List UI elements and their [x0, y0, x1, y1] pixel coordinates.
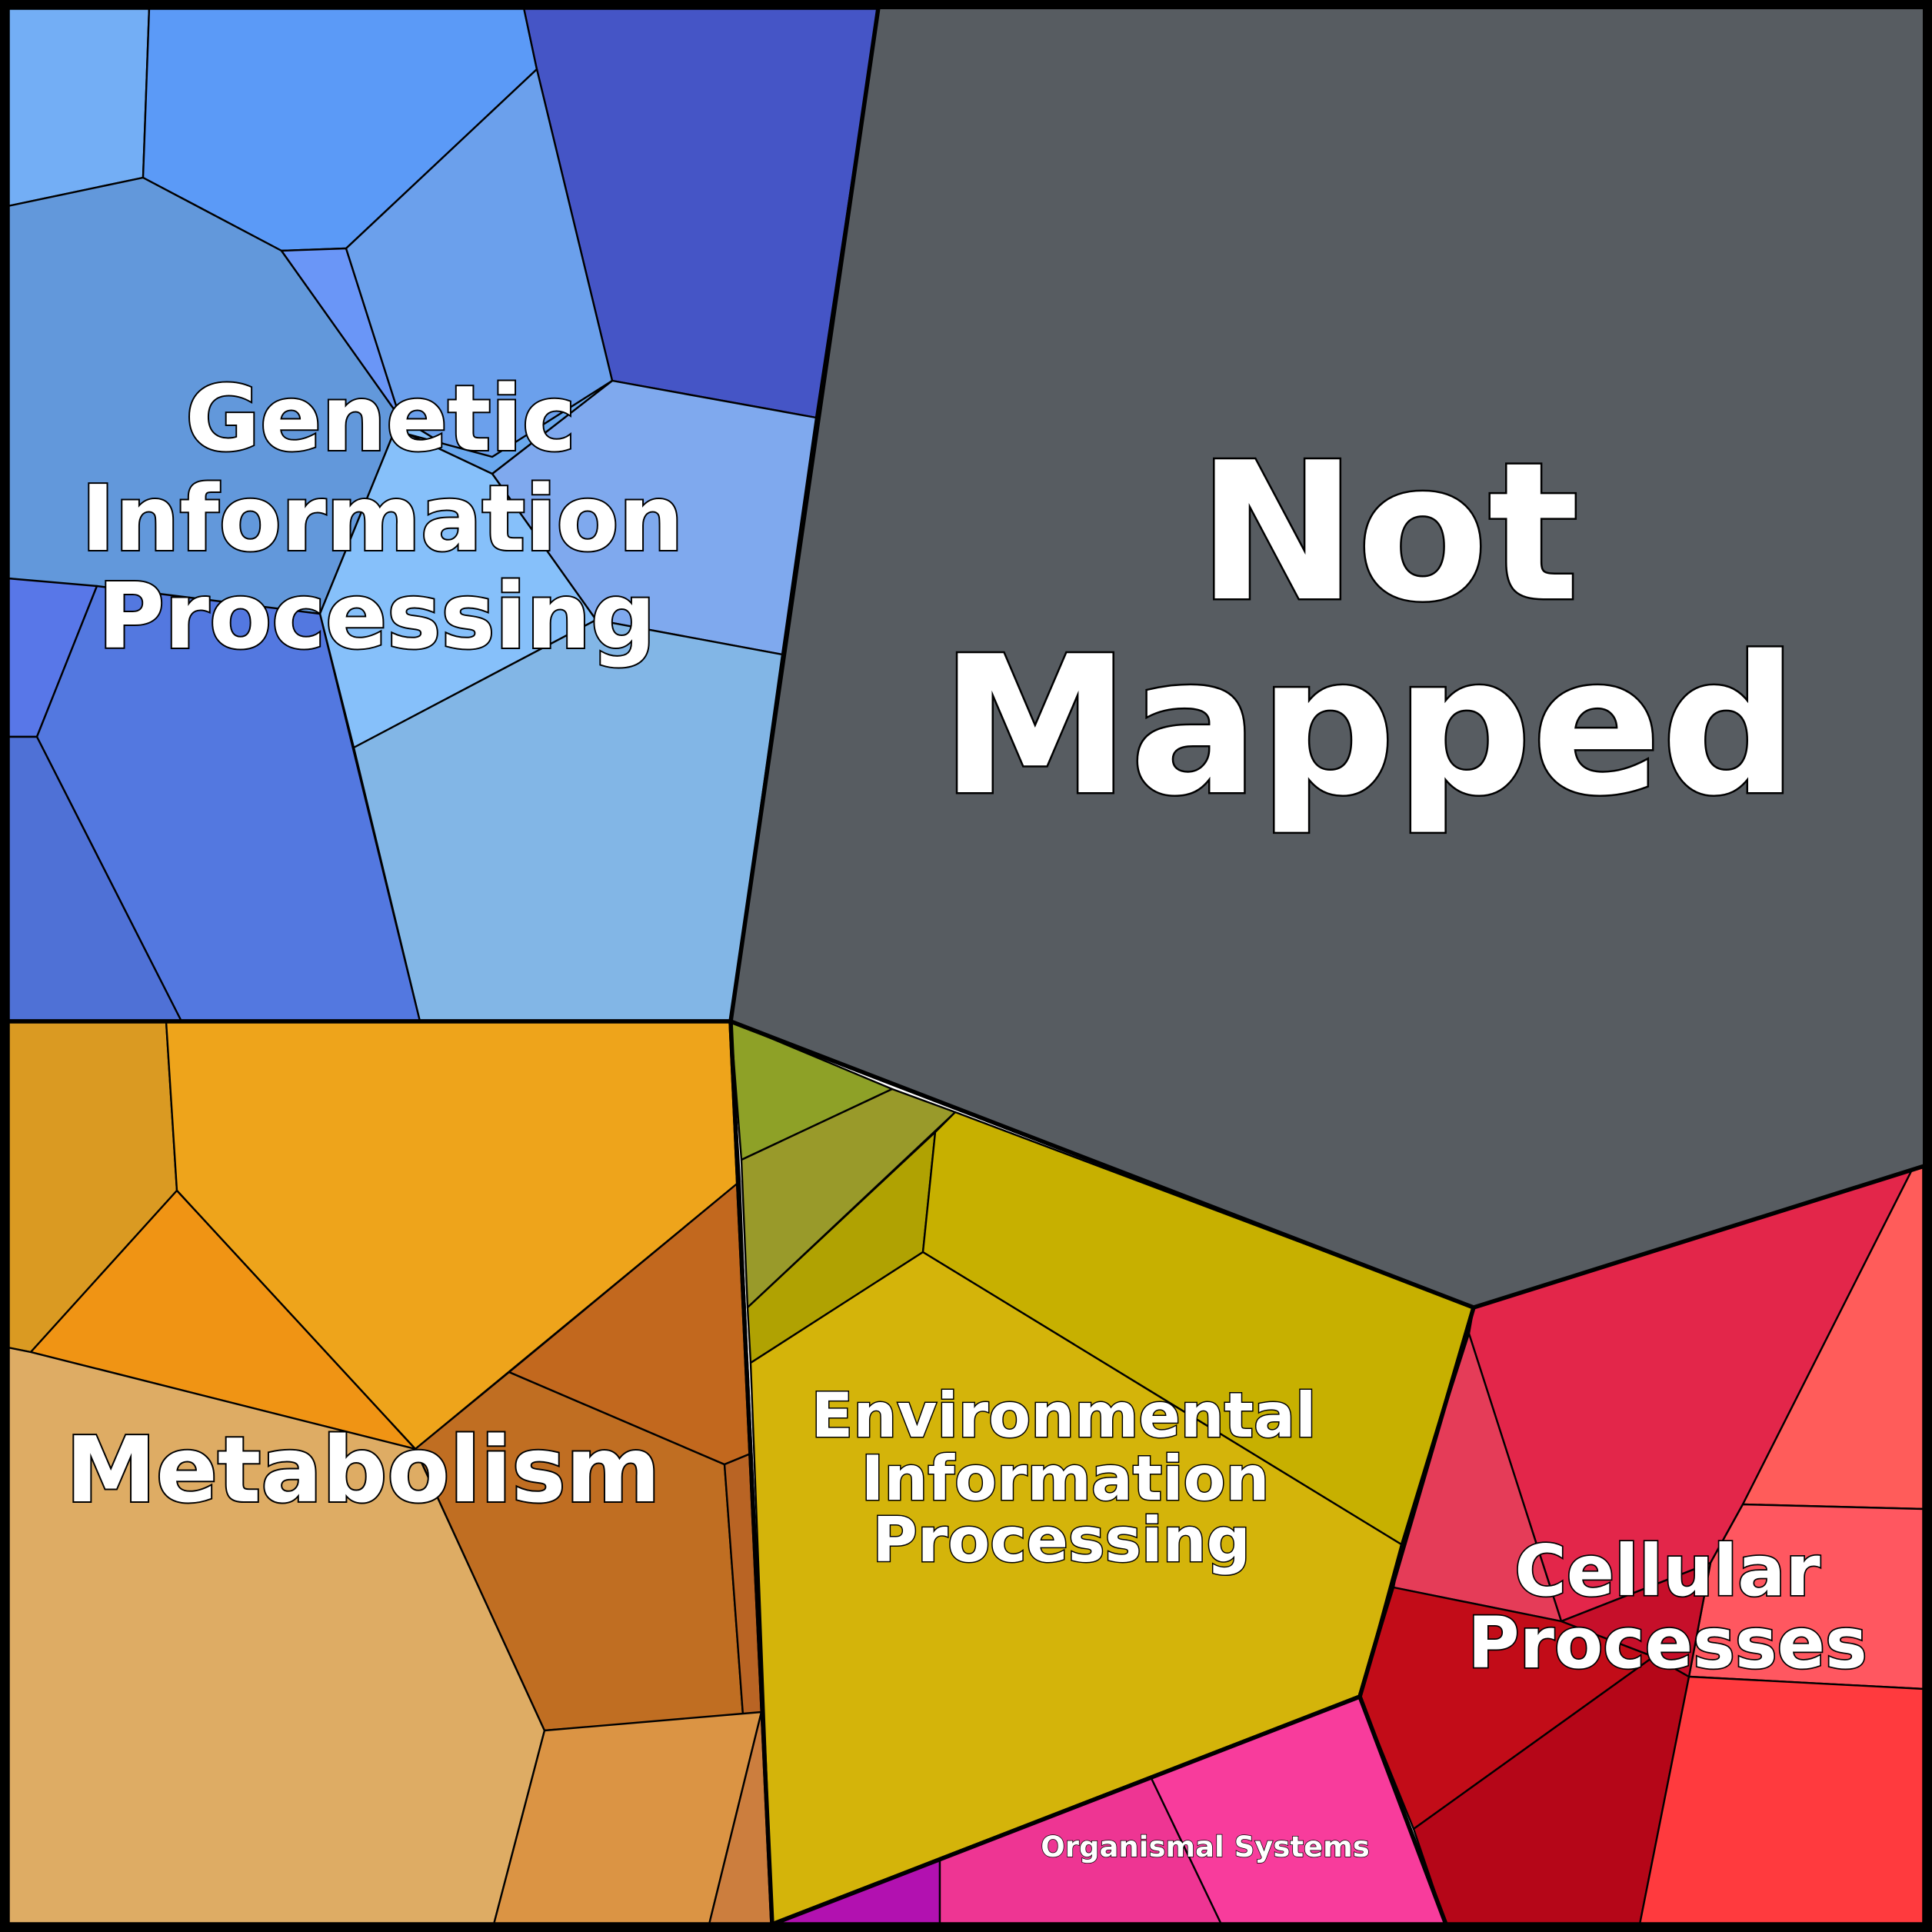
- label-genetic-line-2: Information: [81, 465, 683, 571]
- label-cellular-processes: Cellular Processes: [1466, 1528, 1868, 1686]
- group-organismal-systems: [770, 1694, 1448, 1927]
- cell-cellular-8[interactable]: [1560, 1561, 1712, 1678]
- label-environmental-line-3: Processing: [872, 1504, 1251, 1576]
- label-metabolism: Metabolism: [64, 1415, 661, 1524]
- label-organismal-line-1: Organismal Systems: [1041, 1830, 1369, 1864]
- label-environmental-line-1: Environmental: [811, 1380, 1317, 1451]
- label-cellular-line-1: Cellular: [1514, 1530, 1820, 1612]
- group-metabolism: [5, 1019, 774, 1927]
- label-not-mapped: Not Mapped: [938, 421, 1800, 840]
- label-metabolism-line-1: Metabolism: [65, 1417, 660, 1523]
- cell-genetic-13[interactable]: [408, 379, 614, 475]
- label-genetic-information-processing: Genetic Information Processing: [79, 364, 685, 671]
- label-genetic-line-3: Processing: [98, 563, 655, 669]
- cell-genetic-1[interactable]: [6, 6, 151, 208]
- group-cellular-processes: [1357, 1164, 1927, 1927]
- group-genetic-information-processing: [5, 5, 881, 1024]
- label-organismal-systems: Organismal Systems: [1041, 1830, 1371, 1864]
- label-environmental-information-processing: Environmental Information Processing: [810, 1379, 1317, 1577]
- group-environmental-information-processing: [728, 1019, 1476, 1927]
- label-cellular-line-2: Processes: [1467, 1602, 1867, 1684]
- cell-cellular-7[interactable]: [1638, 1675, 1926, 1926]
- label-environmental-line-2: Information: [861, 1443, 1270, 1514]
- label-genetic-line-1: Genetic: [185, 365, 576, 471]
- label-not-mapped-line-1: Not: [1198, 422, 1579, 644]
- label-not-mapped-line-2: Mapped: [941, 616, 1798, 838]
